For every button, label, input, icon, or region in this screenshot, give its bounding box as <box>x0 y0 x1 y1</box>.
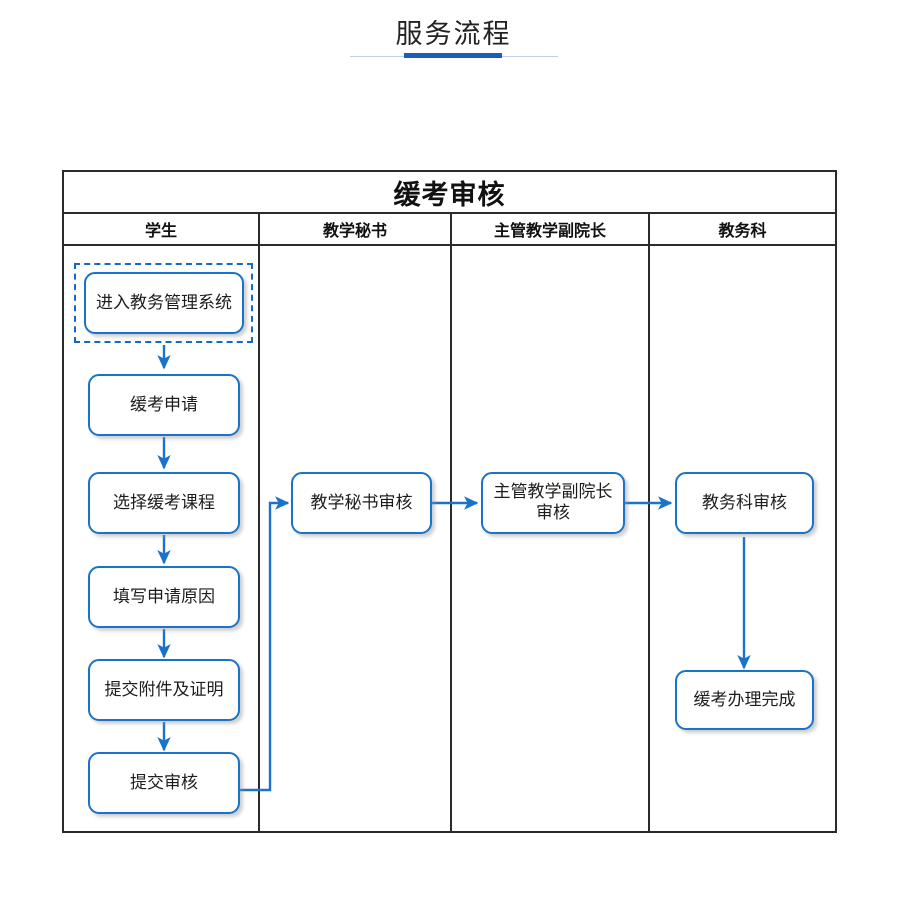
swimlane-lane-secretary <box>258 246 450 831</box>
page-title: 服务流程 <box>395 19 512 49</box>
flowchart-title: 缓考审核 <box>393 179 506 210</box>
node-fill-reason[interactable]: 填写申请原因 <box>88 566 240 628</box>
node-vice-dean-review[interactable]: 主管教学副院长 审核 <box>481 472 625 534</box>
swimlane-lane-academic-affairs <box>648 246 835 831</box>
selection-outline-enter-system[interactable] <box>74 263 253 343</box>
flowchart-title-row: 缓考审核 <box>64 172 835 214</box>
swimlane-lane-vice-dean <box>450 246 648 831</box>
node-choose-course[interactable]: 选择缓考课程 <box>88 472 240 534</box>
node-defer-apply[interactable]: 缓考申请 <box>88 374 240 436</box>
swimlane-header-vice-dean: 主管教学副院长 <box>450 214 648 244</box>
page-header: 服务流程 <box>0 0 907 80</box>
swimlane-header-row: 学生 教学秘书 主管教学副院长 教务科 <box>64 214 835 246</box>
title-underline-accent <box>404 53 502 58</box>
node-affairs-review[interactable]: 教务科审核 <box>675 472 814 534</box>
node-secretary-review[interactable]: 教学秘书审核 <box>291 472 432 534</box>
node-defer-complete[interactable]: 缓考办理完成 <box>675 670 814 730</box>
swimlane-header-student: 学生 <box>144 223 177 240</box>
node-submit-review[interactable]: 提交审核 <box>88 752 240 814</box>
swimlane-header-academic-affairs: 教务科 <box>648 214 835 244</box>
node-submit-attachment[interactable]: 提交附件及证明 <box>88 659 240 721</box>
node-enter-system[interactable]: 进入教务管理系统 <box>84 272 244 334</box>
swimlane-header-secretary: 教学秘书 <box>258 214 450 244</box>
